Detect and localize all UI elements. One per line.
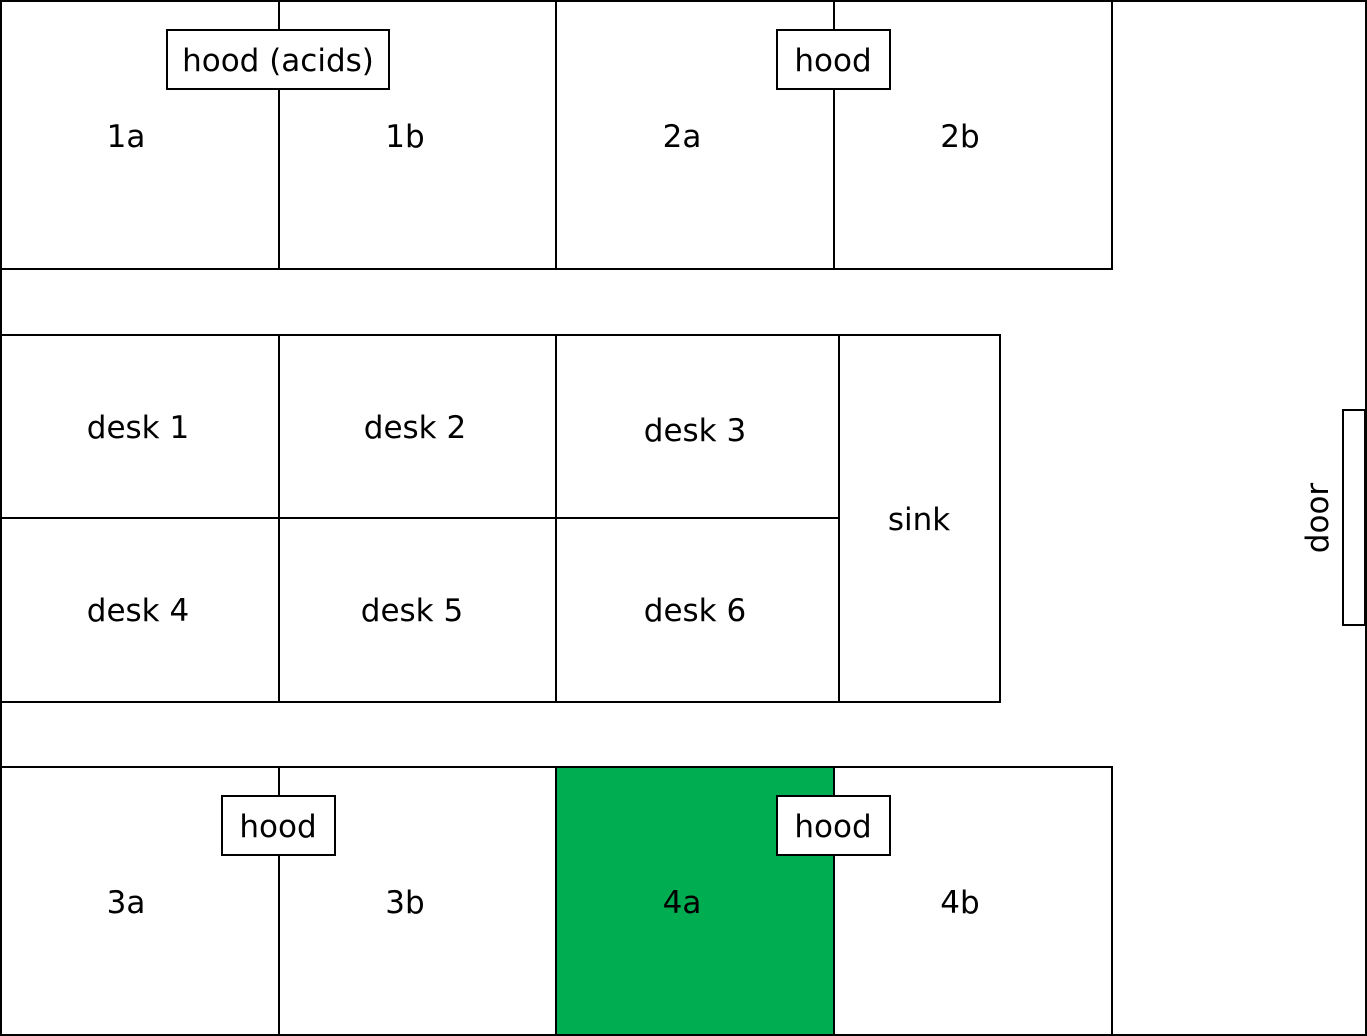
hood-acids-label: hood (acids) <box>182 43 374 79</box>
bench-1b-label: 1b <box>385 119 424 155</box>
desk-3[interactable] <box>555 334 840 519</box>
door-frame[interactable] <box>1342 409 1366 626</box>
bench-3a-label: 3a <box>107 885 146 921</box>
top-bench-row: 1a 1b 2a 2b hood (acids) hood <box>0 0 1113 270</box>
sink-label: sink <box>888 502 950 538</box>
bench-4b-label: 4b <box>940 885 979 921</box>
door[interactable]: door <box>1300 409 1366 626</box>
desk-2-label: desk 2 <box>364 410 466 446</box>
hood-top-right-label: hood <box>794 43 871 79</box>
bench-4a-label: 4a <box>663 885 702 921</box>
bottom-bench-row: 3a 3b 4a 4b hood hood <box>0 766 1113 1036</box>
bench-2a-label: 2a <box>663 119 702 155</box>
bench-3b-label: 3b <box>385 885 424 921</box>
hood-bottom-right-box[interactable] <box>776 795 891 856</box>
desk-4[interactable] <box>0 517 280 703</box>
desk-2[interactable] <box>278 334 557 519</box>
hood-bottom-left-label: hood <box>239 809 316 845</box>
bench-2b-label: 2b <box>940 119 979 155</box>
desk-island: desk 1 desk 2 desk 3 desk 4 desk 5 desk … <box>0 334 1001 703</box>
sink[interactable] <box>838 334 1001 703</box>
desk-4-label: desk 4 <box>87 593 189 629</box>
desk-1[interactable] <box>0 334 280 519</box>
desk-5-label: desk 5 <box>361 593 463 629</box>
hood-acids-box[interactable] <box>166 29 390 90</box>
door-label: door <box>1300 483 1336 554</box>
hood-bottom-right-label: hood <box>794 809 871 845</box>
desk-5[interactable] <box>278 517 557 703</box>
desk-6-label: desk 6 <box>644 593 746 629</box>
desk-3-label: desk 3 <box>644 413 746 449</box>
desk-1-label: desk 1 <box>87 410 189 446</box>
hood-top-right-box[interactable] <box>776 29 891 90</box>
bench-1a-label: 1a <box>107 119 146 155</box>
hood-bottom-left-box[interactable] <box>221 795 336 856</box>
desk-6[interactable] <box>555 517 840 703</box>
